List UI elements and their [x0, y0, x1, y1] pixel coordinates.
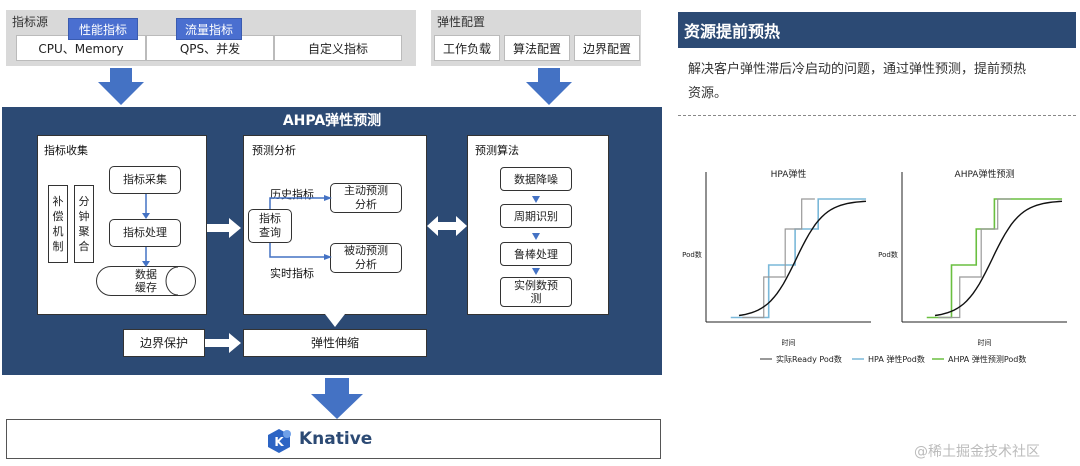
- side-desc-line1: 解决客户弹性滞后冷启动的问题，通过弹性预测，提前预热: [688, 62, 1027, 77]
- algo-connectors: [532, 196, 540, 275]
- algo-step-robust: 鲁棒处理: [500, 242, 572, 266]
- compensate-label: 补 偿 机 制: [52, 195, 64, 253]
- metric-source-title: 指标源: [12, 15, 49, 29]
- chart-title: AHPA弹性预测: [955, 168, 1015, 180]
- knative-logo-letter: K: [274, 435, 284, 449]
- algo-step-period: 周期识别: [500, 204, 572, 228]
- side-heading: 资源提前预热: [678, 12, 1076, 48]
- metric-collect-title: 指标收集: [44, 144, 88, 157]
- x-axis-label: 时间: [978, 338, 992, 347]
- active-prediction-box: 主动预测 分析: [330, 183, 402, 213]
- actual-curve: [738, 200, 867, 317]
- aggregate-label: 分 钟 聚 合: [78, 195, 90, 253]
- y-axis-label: Pod数: [878, 250, 898, 259]
- ready-steps: [742, 198, 815, 319]
- collect-step-label: 指标采集: [123, 173, 167, 186]
- watermark: @稀土掘金技术社区: [914, 444, 1040, 460]
- storage-cylinder: 数据 缓存: [96, 266, 196, 296]
- x-axis-label: 时间: [782, 338, 796, 347]
- double-arrow-icon: [427, 216, 467, 236]
- storage-label: 数据 缓存: [135, 268, 157, 294]
- algo-step-instances: 实例数预 测: [500, 277, 572, 307]
- chart-legend: [760, 358, 944, 360]
- arrow-right-icon: [205, 333, 241, 353]
- arrow-up-notch: [325, 314, 345, 327]
- collect-step-label: 指标处理: [123, 226, 167, 239]
- side-desc-line2: 资源。: [688, 86, 728, 101]
- elastic-scaling-box: 弹性伸缩: [243, 329, 427, 357]
- hpa-steps: [730, 198, 867, 319]
- config-cell-algorithm: 算法配置: [504, 35, 570, 61]
- algo-step-label: 实例数预 测: [514, 279, 558, 305]
- config-cell-boundary: 边界配置: [574, 35, 640, 61]
- arrow-down-icon: [526, 68, 572, 105]
- config-cell-workload: 工作负载: [434, 35, 500, 61]
- chart-title: HPA弹性: [771, 168, 807, 180]
- analysis-connectors: [269, 195, 332, 260]
- active-prediction-label: 主动预测 分析: [344, 184, 388, 211]
- source-cell-custom: 自定义指标: [274, 35, 402, 61]
- collect-step-2: 指标处理: [109, 219, 181, 247]
- tag-traffic: 流量指标: [176, 18, 242, 40]
- elastic-scaling-label: 弹性伸缩: [310, 336, 359, 350]
- ahpa-title: AHPA弹性预测: [282, 113, 382, 129]
- tag-performance: 性能指标: [68, 18, 138, 40]
- collect-connectors: [142, 194, 150, 267]
- knative-label: Knative: [299, 429, 373, 449]
- actual-curve: [934, 200, 1063, 317]
- boundary-protect-label: 边界保护: [139, 336, 188, 350]
- boundary-protect-box: 边界保护: [123, 329, 205, 357]
- cylinder-cap: [165, 266, 179, 296]
- ready-steps: [938, 198, 1011, 319]
- compensate-box: 补 偿 机 制: [48, 185, 68, 263]
- elastic-config-title: 弹性配置: [437, 15, 486, 29]
- aggregate-box: 分 钟 聚 合: [74, 185, 94, 263]
- legend-actual: 实际Ready Pod数: [776, 355, 842, 364]
- passive-prediction-box: 被动预测 分析: [330, 243, 402, 273]
- query-label: 指标 查询: [259, 212, 281, 239]
- algo-step-label: 鲁棒处理: [514, 247, 558, 261]
- y-axis-label: Pod数: [682, 250, 702, 259]
- knative-logo-icon: K: [268, 429, 291, 453]
- algo-step-denoise: 数据降噪: [500, 167, 572, 191]
- legend-ahpa: AHPA 弹性预测Pod数: [948, 355, 1027, 364]
- arrow-down-icon: [98, 68, 144, 105]
- side-desc-box: [678, 48, 1076, 116]
- algo-step-label: 数据降噪: [514, 172, 558, 186]
- prediction-algorithm-title: 预测算法: [475, 144, 519, 157]
- knative-bar: [6, 419, 661, 459]
- ahpa-steps: [926, 198, 1063, 319]
- prediction-analysis-title: 预测分析: [252, 144, 296, 157]
- arrow-right-icon: [207, 218, 241, 238]
- collect-step-1: 指标采集: [109, 166, 181, 194]
- realtime-metric-label: 实时指标: [270, 267, 314, 280]
- arrow-down-icon: [311, 378, 363, 419]
- legend-hpa: HPA 弹性Pod数: [868, 355, 925, 364]
- query-box: 指标 查询: [248, 209, 292, 243]
- algo-step-label: 周期识别: [514, 209, 558, 223]
- passive-prediction-label: 被动预测 分析: [344, 244, 388, 271]
